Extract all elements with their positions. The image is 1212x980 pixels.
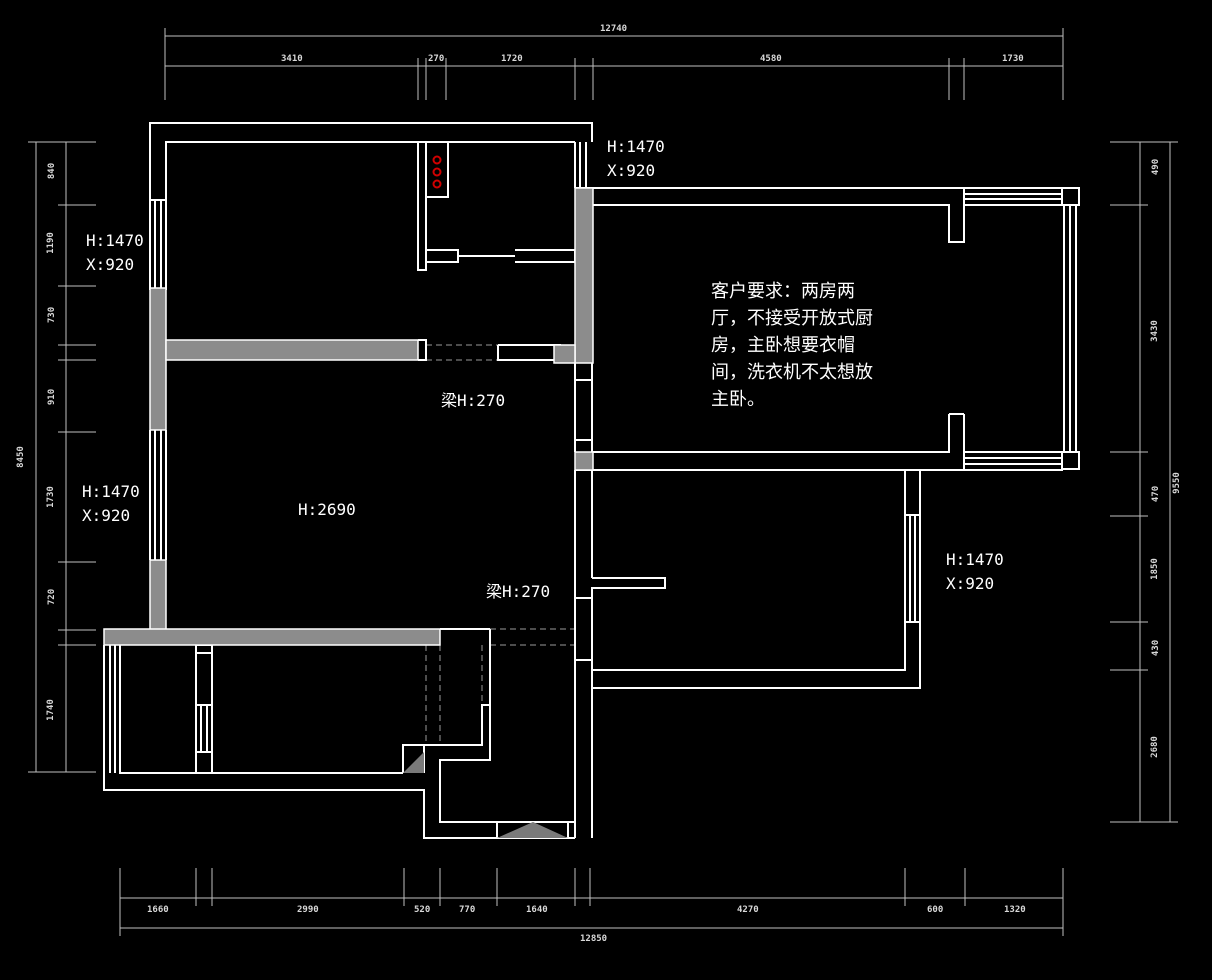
walls: [103, 122, 1080, 839]
window-sill: X:920: [82, 506, 131, 525]
beam-label-lower: 梁H:270: [486, 582, 551, 601]
note-line: 客户要求：两房两: [711, 281, 855, 302]
dim-bottom-6: 4270: [737, 905, 759, 915]
dim-bottom-4: 770: [459, 905, 476, 915]
dim-top-5: 1730: [1002, 54, 1024, 64]
dim-left-6: 720: [47, 588, 58, 606]
dim-bottom-5: 1640: [526, 905, 548, 915]
dim-bottom-total: 12850: [580, 934, 608, 944]
window-sill: X:920: [86, 255, 135, 274]
structural-columns: [103, 187, 594, 646]
dimension-lines: [28, 28, 1178, 936]
window-sill: X:920: [946, 574, 995, 593]
dim-right-3: 470: [1151, 485, 1162, 503]
dim-right-6: 2680: [1149, 736, 1160, 758]
window-height: H:1470: [946, 550, 1004, 569]
window-height: H:1470: [86, 231, 144, 250]
client-requirement-note: 客户要求：两房两 厅，不接受开放式厨 房，主卧想要衣帽 间，洗衣机不太想放 主卧…: [711, 278, 911, 413]
dim-top-4: 4580: [760, 54, 782, 64]
dim-left-7: 1740: [45, 699, 56, 721]
dim-bottom-2: 2990: [297, 905, 319, 915]
dim-bottom-7: 600: [927, 905, 944, 915]
dim-right-4: 1850: [1149, 558, 1160, 580]
note-line: 厅，不接受开放式厨: [711, 308, 873, 329]
note-line: 间，洗衣机不太想放: [711, 362, 873, 383]
dim-left-2: 1190: [45, 232, 56, 254]
dim-left-5: 1730: [45, 486, 56, 508]
window-height: H:1470: [607, 137, 665, 156]
dim-bottom-3: 520: [414, 905, 431, 915]
ceiling-height-label: H:2690: [298, 500, 356, 519]
dim-bottom-8: 1320: [1004, 905, 1026, 915]
dim-left-4: 910: [47, 388, 58, 406]
window-label-top-right: H:1470 X:920: [607, 135, 665, 183]
window-sill: X:920: [607, 161, 656, 180]
dim-top-total: 12740: [600, 24, 628, 34]
beam-label-upper: 梁H:270: [441, 391, 506, 410]
dim-top-3: 1720: [501, 54, 523, 64]
stove-icon: [425, 141, 449, 198]
dim-right-total: 9550: [1171, 472, 1182, 494]
dim-left-total: 8450: [15, 446, 26, 468]
window-label-right-mid: H:1470 X:920: [946, 548, 1004, 596]
entrance-threshold: [403, 752, 568, 838]
dim-right-1: 490: [1151, 158, 1162, 176]
window-label-left-top: H:1470 X:920: [86, 229, 144, 277]
dim-top-2: 270: [428, 54, 445, 64]
dim-left-1: 840: [47, 162, 58, 180]
dim-right-5: 430: [1151, 639, 1162, 657]
dim-left-3: 730: [47, 306, 58, 324]
dim-top-1: 3410: [281, 54, 303, 64]
dim-bottom-1: 1660: [147, 905, 169, 915]
dim-right-2: 3430: [1149, 320, 1160, 342]
window-height: H:1470: [82, 482, 140, 501]
note-line: 主卧。: [711, 389, 765, 410]
window-label-left-mid: H:1470 X:920: [82, 480, 140, 528]
note-line: 房，主卧想要衣帽: [711, 335, 855, 356]
